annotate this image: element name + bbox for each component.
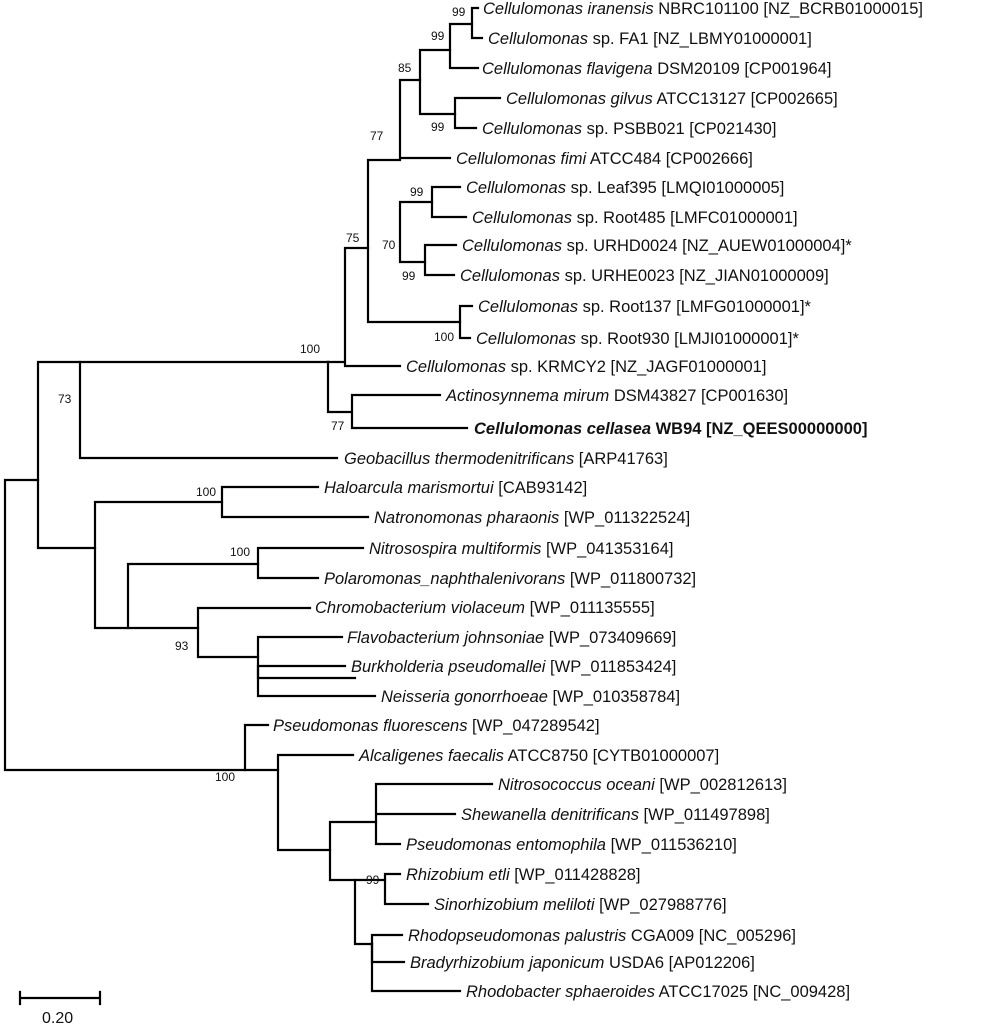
support-value: 77 [331,419,345,433]
leaf-nitrosospira: Nitrosospira multiformis [WP_041353164] [369,540,673,558]
branch-node-77a [366,158,462,324]
support-value: 75 [346,231,360,245]
support-value: 70 [382,238,396,252]
branch-root137-930 [458,304,474,340]
scale-bar-label: 0.20 [42,1010,73,1025]
support-value: 100 [434,330,454,344]
branch-upper-clade [36,360,97,550]
branch-lower-upper [93,500,224,630]
leaf-rhodopseudomonas: Rhodopseudomonas palustris CGA009 [NC_00… [408,927,796,945]
leaf-natronomonas: Natronomonas pharaonis [WP_011322524] [374,509,690,527]
leaf-leaf395: Cellulomonas sp. Leaf395 [LMQI01000005] [466,179,784,197]
branch-node-70 [398,200,434,264]
tree-branches [3,6,502,993]
leaf-psbb021: Cellulomonas sp. PSBB021 [CP021430] [482,120,776,138]
branch-rhodobacter [370,942,462,993]
support-value: 100 [196,485,216,499]
support-value: 100 [300,342,320,356]
leaf-neisseria: Neisseria gonorrhoeae [WP_010358784] [381,688,680,706]
branch-haloarchaea [220,485,370,519]
leaf-pseudomonas-entomophila: Pseudomonas entomophila [WP_011536210] [406,836,737,854]
leaf-shewanella: Shewanella denitrificans [WP_011497898] [461,806,770,824]
leaf-iranensis: Cellulomonas iranensis NBRC101100 [NZ_BC… [483,0,923,18]
leaf-labels: Cellulomonas iranensis NBRC101100 [NZ_BC… [273,0,923,1001]
leaf-cellasea-wb94: Cellulomonas cellasea WB94 [NZ_QEES00000… [474,420,867,438]
branch-iranensis-fa1 [470,6,484,40]
branch-rhodopseudo [370,933,406,964]
leaf-actinosynnema: Actinosynnema mirum DSM43827 [CP001630] [445,387,788,405]
support-value: 99 [366,873,380,887]
branch-actino-clade [78,360,339,460]
leaf-alcaligenes: Alcaligenes faecalis ATCC8750 [CYTB01000… [358,747,719,765]
support-value: 99 [402,269,416,283]
branch-cellulomonas-clade [326,360,469,430]
leaf-flavigena: Cellulomonas flavigena DSM20109 [CP00196… [482,60,831,78]
branch-pseudomonas-clade [243,723,280,772]
support-value: 93 [175,639,189,653]
branch-node-75 [326,246,402,368]
branch-node-99b [448,22,480,70]
support-value: 77 [370,129,384,143]
leaf-root485: Cellulomonas sp. Root485 [LMFC01000001] [472,209,798,227]
branch-node-85 [398,78,452,160]
leaf-chromobacterium: Chromobacterium violaceum [WP_011135555] [315,599,655,617]
leaf-pseudomonas-fluorescens: Pseudomonas fluorescens [WP_047289542] [273,717,600,735]
leaf-sinorhizobium: Sinorhizobium meliloti [WP_027988776] [434,896,727,914]
leaf-bradyrhizobium: Bradyrhizobium japonicum USDA6 [AP012206… [410,954,755,972]
leaf-nitrosococcus: Nitrosococcus oceani [WP_002812613] [498,776,787,794]
leaf-fa1: Cellulomonas sp. FA1 [NZ_LBMY01000001] [488,30,812,48]
branch-node-93 [196,606,312,659]
support-value: 73 [58,392,72,406]
branch-nitrosococcus-shewanella [374,782,494,846]
support-value: 99 [452,5,466,19]
leaf-geobacillus: Geobacillus thermodenitrificans [ARP4176… [344,450,668,468]
branch-node-278 [276,753,355,852]
branch-leaf395-root485 [430,185,468,219]
branch-chromo-flavo [256,635,357,680]
leaf-root137: Cellulomonas sp. Root137 [LMFG01000001]* [478,298,812,316]
branch-node-99a [418,48,457,116]
leaf-rhizobium: Rhizobium etli [WP_011428828] [406,866,641,884]
support-values: 99 99 85 99 77 99 70 99 75 100 100 77 73… [58,5,466,887]
scale-bar: 0.20 [18,990,102,1025]
leaf-urhd0024: Cellulomonas sp. URHD0024 [NZ_AUEW010000… [462,237,852,255]
branch-beta-clade [126,562,260,630]
branch-root [3,478,247,772]
leaf-fimi: Cellulomonas fimi ATCC484 [CP002666] [456,150,753,168]
support-value: 100 [230,545,250,559]
support-value: 100 [215,770,235,784]
leaf-krmcy2: Cellulomonas sp. KRMCY2 [NZ_JAGF01000001… [406,358,766,376]
leaf-root930: Cellulomonas sp. Root930 [LMJI01000001]* [476,330,799,348]
leaf-burkholderia: Burkholderia pseudomallei [WP_011853424] [351,658,676,676]
leaf-flavobacterium: Flavobacterium johnsoniae [WP_073409669] [347,629,676,647]
support-value: 99 [410,185,424,199]
scale-bar-line [18,990,102,1006]
branch-nitrosospira-polaromonas [256,546,365,580]
branch-rhizobium-clade [353,878,387,946]
support-value: 99 [431,120,445,134]
leaf-gilvus: Cellulomonas gilvus ATCC13127 [CP002665] [506,90,838,108]
branch-gilvus-psbb021 [453,96,502,130]
branch-urhd-urhe [423,243,458,277]
leaf-rhodobacter: Rhodobacter sphaeroides ATCC17025 [NC_00… [466,983,850,1001]
support-value: 99 [431,29,445,43]
branch-burk-neisseria [256,664,377,698]
branch-gamma-alpha [328,820,378,882]
branch-rhizobium-sinorhizobium [383,872,430,906]
leaf-urhe0023: Cellulomonas sp. URHE0023 [NZ_JIAN010000… [460,267,829,285]
leaf-haloarcula: Haloarcula marismortui [CAB93142] [324,479,587,497]
support-value: 85 [398,61,412,75]
leaf-polaromonas: Polaromonas_naphthalenivorans [WP_011800… [324,570,696,588]
